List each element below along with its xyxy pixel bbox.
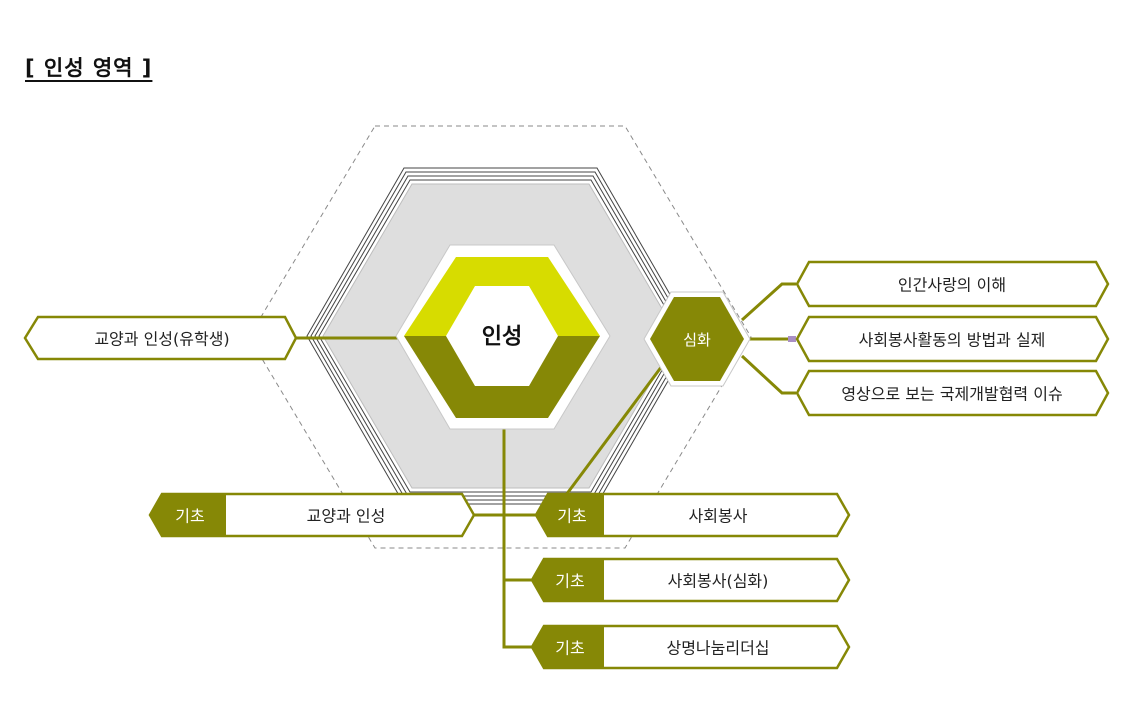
connector-marker — [788, 336, 796, 342]
advanced-course-3[interactable]: 영상으로 보는 국제개발협력 이슈 — [795, 369, 1110, 417]
advanced-hexagon[interactable]: 심화 — [643, 291, 751, 387]
connector-lines — [296, 282, 796, 649]
basic-tag: 기초 — [555, 639, 584, 658]
basic-tag: 기초 — [555, 572, 584, 591]
basic-tag: 기초 — [557, 507, 586, 526]
left-course-label: 교양과 인성(유학생) — [94, 330, 229, 349]
advanced-course-2[interactable]: 사회봉사활동의 방법과 실제 — [795, 315, 1110, 363]
section-heading: [ 인성 영역 ] — [25, 56, 153, 80]
advanced-course-label: 영상으로 보는 국제개발협력 이슈 — [841, 385, 1062, 404]
advanced-course-label: 인간사랑의 이해 — [898, 276, 1006, 295]
advanced-course-1[interactable]: 인간사랑의 이해 — [795, 260, 1110, 308]
basic-course-3[interactable]: 기초 사회봉사(심화) — [530, 557, 851, 603]
core-label: 인성 — [482, 325, 522, 350]
basic-course-2[interactable]: 기초 사회봉사 — [534, 492, 851, 538]
core-hexagon[interactable]: 인성 — [395, 244, 611, 430]
basic-course-label: 사회봉사 — [689, 507, 748, 526]
basic-course-label: 상명나눔리더십 — [666, 639, 769, 658]
advanced-course-label: 사회봉사활동의 방법과 실제 — [859, 331, 1046, 350]
basic-course-4[interactable]: 기초 상명나눔리더십 — [530, 624, 851, 670]
basic-course-1[interactable]: 기초 교양과 인성 — [148, 492, 476, 538]
basic-course-label: 사회봉사(심화) — [668, 572, 769, 591]
basic-course-label: 교양과 인성 — [307, 507, 386, 526]
advanced-label: 심화 — [683, 331, 711, 349]
basic-tag: 기초 — [175, 507, 204, 526]
left-course-box[interactable]: 교양과 인성(유학생) — [23, 315, 298, 361]
